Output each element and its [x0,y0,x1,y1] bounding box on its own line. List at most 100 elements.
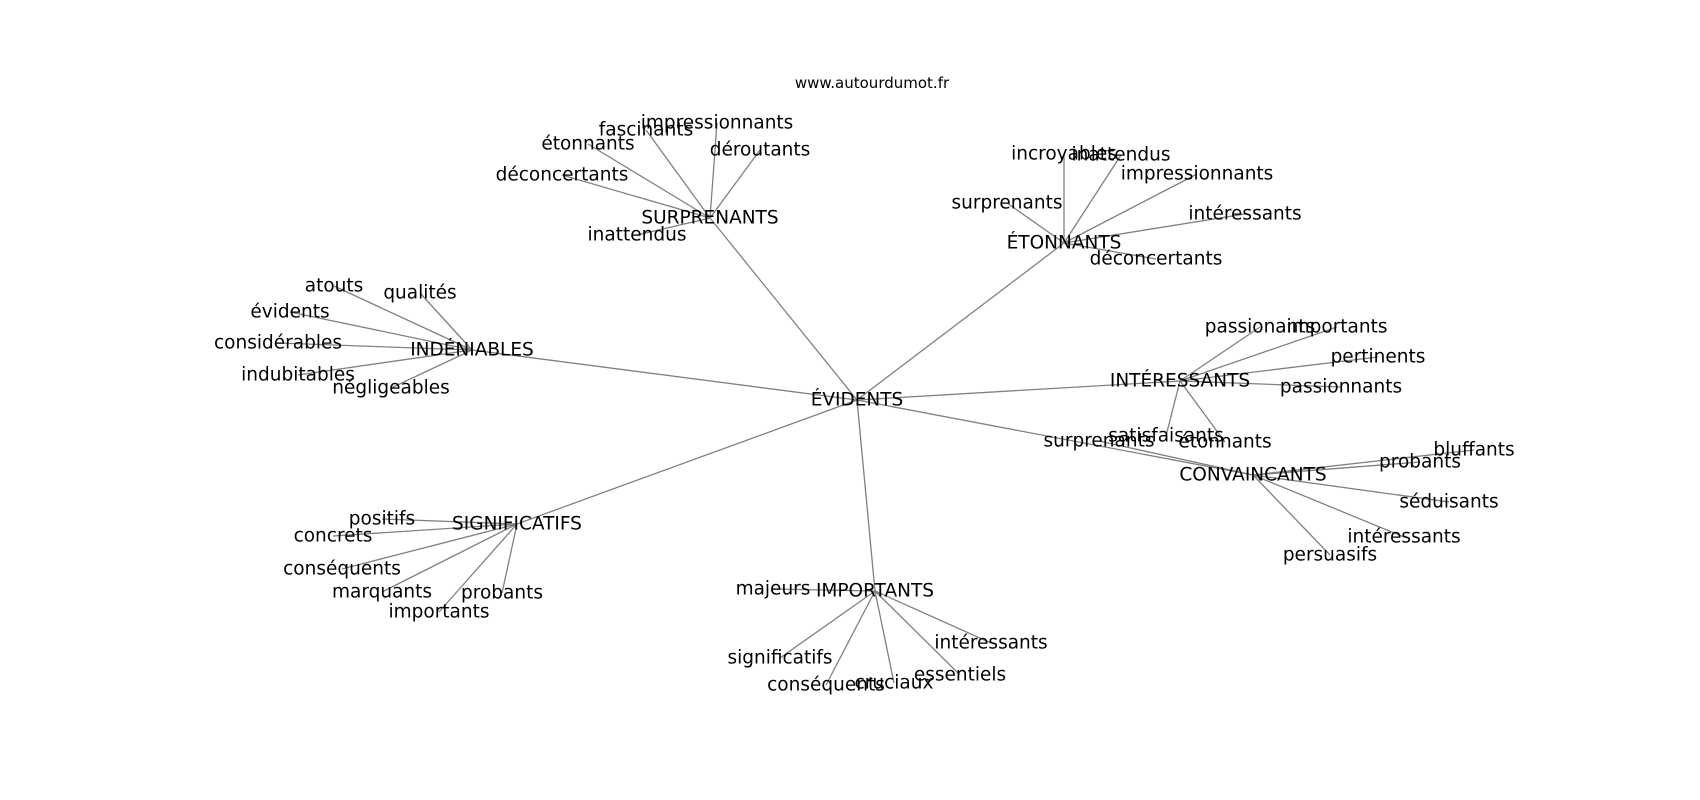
edge-root-etonnants [856,242,1065,401]
hub-node-convaincants[interactable]: CONVAINCANTS [1179,465,1326,486]
leaf-node[interactable]: étonnants [541,134,634,155]
edge-etonnants-leaf [1063,213,1246,244]
edge-significatifs-leaf [381,523,518,593]
graph-edges [277,122,1475,686]
leaf-node[interactable]: passionnants [1280,377,1402,398]
edge-interessants-leaf [1179,380,1342,388]
edge-indeniables-leaf [333,285,473,351]
leaf-node[interactable]: inattendus [1072,145,1171,166]
edge-significatifs-leaf [501,523,518,594]
leaf-node[interactable]: déconcertants [1090,249,1223,270]
leaf-node[interactable]: atouts [305,276,364,297]
leaf-node[interactable]: inattendus [588,225,687,246]
edge-interessants-leaf [1179,326,1261,382]
leaf-node[interactable]: qualités [383,283,456,304]
leaf-node[interactable]: intéressants [1347,527,1460,548]
edge-etonnants-leaf [1063,242,1157,260]
edge-etonnants-leaf [1063,154,1122,244]
edge-convaincants-leaf [1252,474,1331,556]
leaf-node[interactable]: concrets [294,526,373,547]
edge-surprenants-leaf [561,174,711,219]
root-node[interactable]: ÉVIDENTS [811,389,904,411]
leaf-node[interactable]: persuasifs [1283,545,1377,566]
edge-surprenants-leaf [645,129,711,219]
leaf-node[interactable]: satisfaisants [1108,426,1224,447]
edge-root-indeniables [471,349,858,401]
edge-surprenants-leaf [709,149,761,219]
leaf-node[interactable]: significatifs [727,648,832,669]
edge-indeniables-leaf [277,342,473,351]
leaf-node[interactable]: impressionnants [641,113,794,134]
hub-node-etonnants[interactable]: ÉTONNANTS [1007,232,1122,254]
hub-node-importants[interactable]: IMPORTANTS [816,581,934,602]
hub-node-significatifs[interactable]: SIGNIFICATIFS [452,514,582,535]
leaf-node[interactable]: surprenants [1044,431,1155,452]
leaf-node[interactable]: déroutants [710,140,811,161]
source-label: www.autourdumot.fr [795,74,950,92]
edge-interessants-leaf [1165,380,1181,437]
edge-root-significatifs [516,399,858,525]
edge-interessants-leaf [1179,356,1379,382]
leaf-node[interactable]: incroyables [1011,144,1117,165]
leaf-node[interactable]: bluffants [1433,440,1514,461]
edge-convaincants-leaf [1098,440,1254,476]
edge-etonnants-leaf [1063,173,1198,244]
edge-importants-leaf [779,590,876,659]
edge-convaincants-leaf [1252,474,1450,503]
leaf-node[interactable]: probants [1379,452,1461,473]
graph-labels: www.autourdumot.fr ÉVIDENTS impressionnan… [214,74,1515,696]
edge-convaincants-leaf [1252,449,1475,476]
edge-importants-leaf [825,590,876,686]
leaf-node[interactable]: importants [388,602,489,623]
edge-interessants-leaf [1179,326,1338,382]
edge-convaincants-leaf [1252,474,1405,538]
leaf-node[interactable]: essentiels [914,665,1006,686]
edge-indeniables-leaf [390,349,473,389]
edge-importants-leaf [772,588,876,592]
edge-root-surprenants [709,217,858,401]
leaf-node[interactable]: considérables [214,333,342,354]
leaf-node[interactable]: majeurs [736,579,811,600]
leaf-node[interactable]: intéressants [1188,204,1301,225]
leaf-node[interactable]: positifs [349,509,415,530]
leaf-node[interactable]: étonnants [1178,432,1271,453]
edge-significatifs-leaf [438,523,518,613]
leaf-node[interactable]: évidents [250,302,329,323]
edge-interessants-leaf [1179,380,1226,443]
leaf-node[interactable]: importants [1286,317,1387,338]
edge-significatifs-leaf [381,518,518,525]
edge-significatifs-leaf [332,523,518,537]
hub-node-interessants[interactable]: INTÉRESSANTS [1110,370,1250,392]
edge-surprenants-leaf [709,122,718,219]
leaf-node[interactable]: indubitables [241,365,355,386]
leaf-node[interactable]: fascinants [599,120,693,141]
edge-importants-leaf [874,590,895,684]
edge-significatifs-leaf [341,523,518,570]
leaf-node[interactable]: passionants [1205,317,1316,338]
hub-node-indeniables[interactable]: INDÉNIABLES [410,339,534,361]
edge-root-importants [856,399,876,592]
leaf-node[interactable]: marquants [332,582,432,603]
edge-surprenants-leaf [636,217,711,236]
edge-surprenants-leaf [587,143,711,219]
edge-root-interessants [856,380,1181,401]
leaf-node[interactable]: impressionnants [1121,164,1274,185]
leaf-node[interactable]: surprenants [952,193,1063,214]
leaf-node[interactable]: négligeables [332,378,450,399]
edge-indeniables-leaf [419,292,473,351]
edge-indeniables-leaf [289,311,473,351]
leaf-node[interactable]: déconcertants [496,165,629,186]
leaf-node[interactable]: séduisants [1399,492,1498,513]
edge-convaincants-leaf [1252,461,1421,476]
hub-node-surprenants[interactable]: SURPRENANTS [641,208,778,229]
leaf-node[interactable]: pertinents [1331,347,1426,368]
leaf-node[interactable]: conséquents [283,559,401,580]
leaf-node[interactable]: conséquents [767,675,885,696]
edge-etonnants-leaf [1006,202,1065,244]
leaf-node[interactable]: cruciaux [855,673,934,694]
leaf-node[interactable]: probants [461,583,543,604]
edge-importants-leaf [874,590,961,676]
edge-indeniables-leaf [297,349,473,376]
leaf-node[interactable]: intéressants [934,633,1047,654]
